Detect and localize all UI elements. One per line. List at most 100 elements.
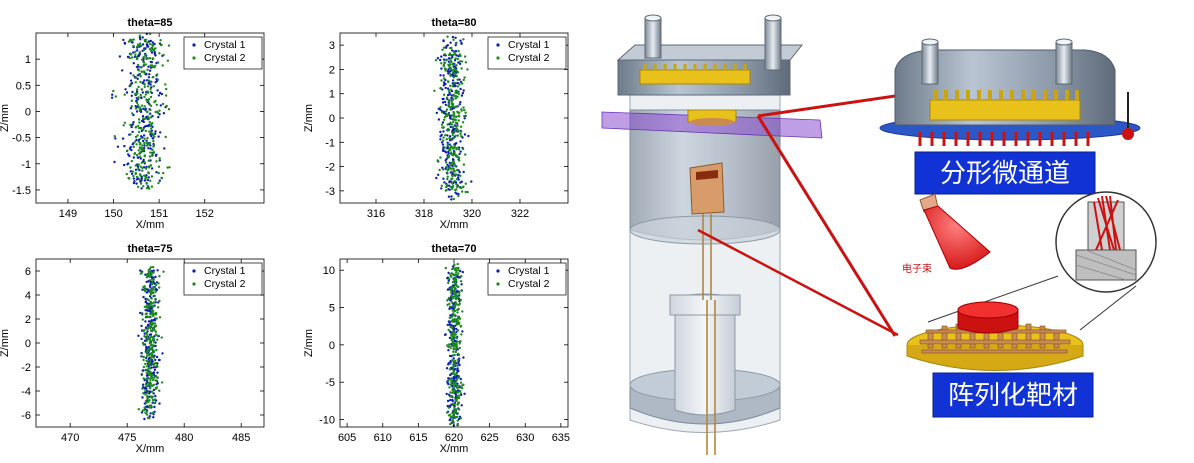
point-crystal-2 xyxy=(453,415,456,418)
point-crystal-2 xyxy=(456,329,460,332)
point-crystal-2 xyxy=(150,355,154,359)
point-crystal-2 xyxy=(451,402,454,406)
point-crystal-2 xyxy=(459,186,463,190)
point-crystal-2 xyxy=(137,69,141,72)
point-crystal-2 xyxy=(452,384,456,387)
point-crystal-1 xyxy=(442,84,445,87)
point-crystal-2 xyxy=(150,127,153,130)
point-crystal-2 xyxy=(145,98,148,101)
point-crystal-2 xyxy=(152,151,156,154)
point-crystal-2 xyxy=(456,422,459,426)
point-crystal-2 xyxy=(456,168,459,172)
point-crystal-2 xyxy=(158,286,161,289)
point-crystal-2 xyxy=(455,178,459,181)
point-crystal-1 xyxy=(123,163,126,167)
point-crystal-2 xyxy=(452,273,455,277)
point-crystal-2 xyxy=(454,283,457,286)
y-axis-label: Z/mm xyxy=(0,104,11,132)
y-tick-label: 5 xyxy=(329,303,335,315)
point-crystal-2 xyxy=(156,78,160,81)
point-crystal-2 xyxy=(153,376,156,379)
point-crystal-2 xyxy=(123,121,127,125)
point-crystal-2 xyxy=(443,146,446,149)
point-crystal-2 xyxy=(447,63,450,66)
point-crystal-2 xyxy=(153,322,157,325)
point-crystal-1 xyxy=(439,138,442,141)
point-crystal-2 xyxy=(448,368,452,371)
point-crystal-2 xyxy=(449,67,453,71)
point-crystal-1 xyxy=(132,177,135,180)
point-crystal-1 xyxy=(121,137,125,140)
point-crystal-2 xyxy=(444,266,447,270)
point-crystal-2 xyxy=(152,398,155,402)
point-crystal-2 xyxy=(152,85,155,88)
point-crystal-2 xyxy=(457,396,461,400)
point-crystal-1 xyxy=(132,181,136,185)
x-tick-label: 316 xyxy=(367,208,385,220)
point-crystal-2 xyxy=(148,315,151,319)
y-tick-label: 0 xyxy=(329,113,335,125)
point-crystal-2 xyxy=(150,346,153,350)
point-crystal-2 xyxy=(458,342,461,345)
point-crystal-2 xyxy=(453,403,456,406)
point-crystal-2 xyxy=(455,64,458,67)
point-crystal-2 xyxy=(452,114,455,118)
point-crystal-1 xyxy=(449,125,452,129)
point-crystal-2 xyxy=(134,171,137,175)
point-crystal-2 xyxy=(144,401,148,405)
point-crystal-2 xyxy=(449,121,452,124)
point-crystal-2 xyxy=(151,76,154,79)
point-crystal-1 xyxy=(440,55,443,58)
point-crystal-1 xyxy=(441,143,445,146)
point-crystal-2 xyxy=(129,133,132,136)
point-crystal-2 xyxy=(453,169,456,172)
point-crystal-1 xyxy=(131,90,134,94)
point-crystal-2 xyxy=(464,153,467,156)
point-crystal-1 xyxy=(443,100,447,104)
point-crystal-2 xyxy=(145,315,149,318)
point-crystal-2 xyxy=(154,374,158,378)
electron-beam-gun: 电子束 xyxy=(902,193,991,275)
point-crystal-2 xyxy=(460,130,463,133)
point-crystal-2 xyxy=(152,341,156,344)
point-crystal-2 xyxy=(149,42,152,46)
point-crystal-2 xyxy=(453,314,456,317)
point-crystal-2 xyxy=(456,71,460,74)
point-crystal-1 xyxy=(152,416,155,419)
point-crystal-2 xyxy=(146,136,149,140)
point-crystal-2 xyxy=(151,122,154,125)
point-crystal-2 xyxy=(433,89,436,93)
point-crystal-2 xyxy=(146,110,149,114)
point-crystal-2 xyxy=(149,358,152,361)
point-crystal-2 xyxy=(451,296,454,299)
point-crystal-2 xyxy=(132,38,135,41)
legend-entry: Crystal 2 xyxy=(204,52,246,64)
point-crystal-2 xyxy=(134,135,138,139)
point-crystal-1 xyxy=(129,170,132,173)
legend-marker xyxy=(192,282,196,286)
point-crystal-1 xyxy=(447,152,450,155)
point-crystal-2 xyxy=(153,47,156,50)
point-crystal-2 xyxy=(451,98,455,101)
point-crystal-2 xyxy=(134,92,137,96)
point-crystal-2 xyxy=(448,413,452,416)
point-crystal-2 xyxy=(147,98,151,101)
point-crystal-2 xyxy=(140,161,143,164)
point-crystal-2 xyxy=(164,94,168,97)
point-crystal-2 xyxy=(454,173,458,176)
point-crystal-2 xyxy=(156,334,159,337)
point-crystal-1 xyxy=(137,334,140,337)
point-crystal-2 xyxy=(158,299,161,303)
point-crystal-2 xyxy=(442,93,446,97)
point-crystal-1 xyxy=(139,311,142,315)
point-crystal-1 xyxy=(130,41,133,44)
point-crystal-1 xyxy=(446,70,449,73)
point-crystal-2 xyxy=(134,107,138,110)
point-crystal-1 xyxy=(436,57,440,60)
point-crystal-2 xyxy=(143,406,147,409)
y-tick-label: -6 xyxy=(21,410,31,422)
point-crystal-1 xyxy=(448,181,451,184)
point-crystal-1 xyxy=(131,143,134,146)
point-crystal-2 xyxy=(450,316,453,319)
point-crystal-1 xyxy=(135,182,138,185)
